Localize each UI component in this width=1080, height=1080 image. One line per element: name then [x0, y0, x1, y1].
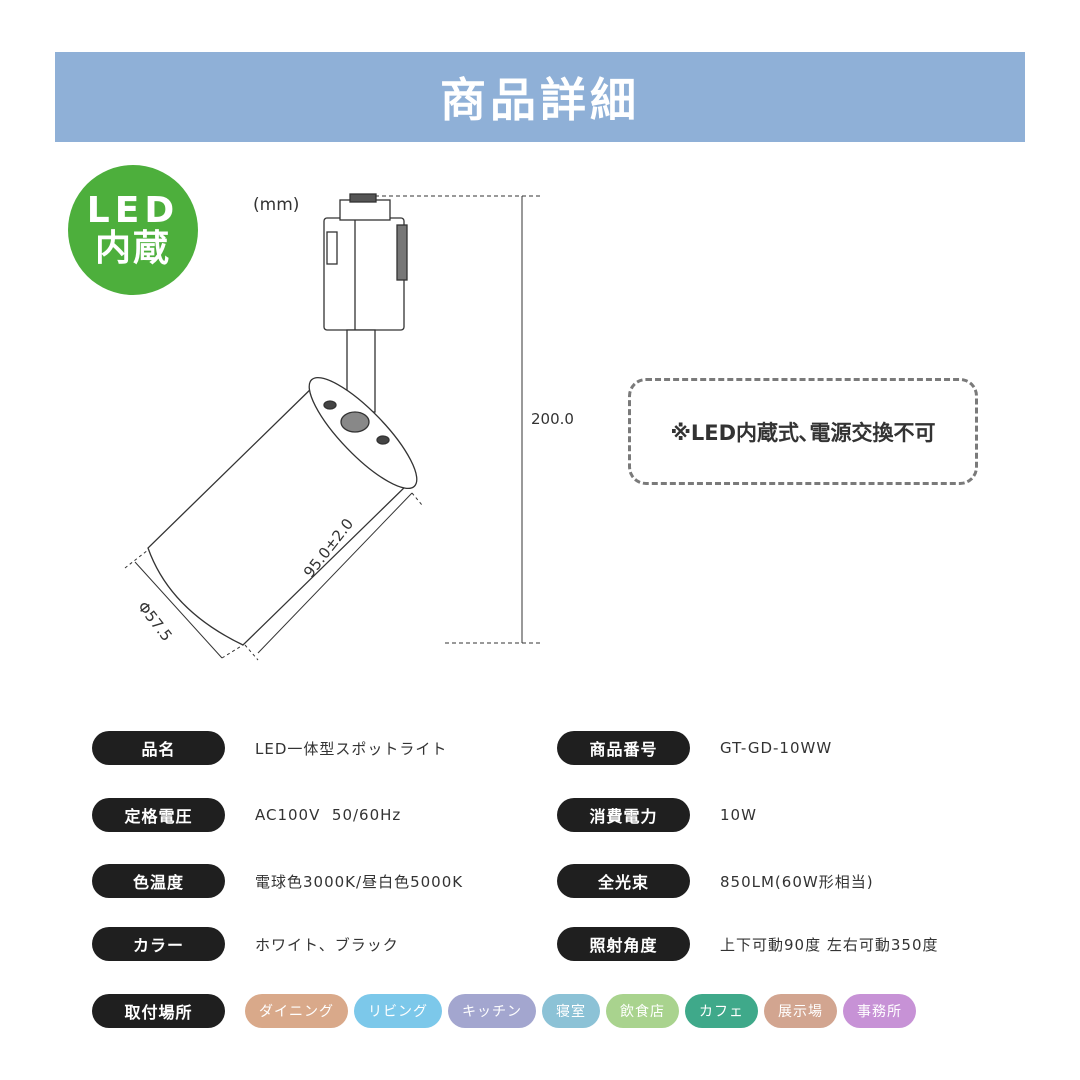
location-tag: リビング	[354, 994, 442, 1028]
led-builtin-badge: LED 内蔵	[68, 165, 198, 295]
location-tag: 事務所	[843, 994, 916, 1028]
header-banner: 商品詳細	[55, 52, 1025, 142]
notice-box: ※LED内蔵式､電源交換不可	[628, 378, 978, 485]
spec-row: 定格電圧 AC100V 50/60Hz	[92, 798, 401, 832]
location-tag: カフェ	[685, 994, 758, 1028]
spec-row: 品名 LED一体型スポットライト	[92, 731, 447, 765]
location-tag: 展示場	[764, 994, 837, 1028]
spec-row: 全光束 850LM(60W形相当)	[557, 864, 874, 898]
spec-label: 商品番号	[557, 731, 690, 765]
spec-value: 10W	[720, 806, 757, 824]
spec-value: 電球色3000K/昼白色5000K	[255, 872, 464, 891]
spec-label: 品名	[92, 731, 225, 765]
spec-value: GT-GD-10WW	[720, 739, 833, 757]
spec-label: 色温度	[92, 864, 225, 898]
spec-label: カラー	[92, 927, 225, 961]
location-tags: ダイニング リビング キッチン 寝室 飲食店 カフェ 展示場 事務所	[245, 994, 916, 1028]
notice-text: ※LED内蔵式､電源交換不可	[670, 420, 936, 445]
page-title: 商品詳細	[440, 73, 640, 127]
spec-row: 商品番号 GT-GD-10WW	[557, 731, 832, 765]
spec-row: 消費電力 10W	[557, 798, 757, 832]
spec-row: 照射角度 上下可動90度 左右可動350度	[557, 927, 939, 961]
spec-label: 定格電圧	[92, 798, 225, 832]
spec-value: AC100V 50/60Hz	[255, 806, 402, 824]
spec-value: LED一体型スポットライト	[255, 739, 448, 758]
badge-line1: LED	[86, 190, 180, 232]
location-label: 取付場所	[92, 994, 225, 1028]
spec-value: 850LM(60W形相当)	[720, 872, 874, 891]
badge-line2: 内蔵	[94, 228, 171, 269]
height-dimension: 200.0	[531, 410, 574, 428]
location-tag: 飲食店	[606, 994, 679, 1028]
location-tag: キッチン	[448, 994, 536, 1028]
location-tag: ダイニング	[245, 994, 348, 1028]
location-row: 取付場所 ダイニング リビング キッチン 寝室 飲食店 カフェ 展示場 事務所	[92, 994, 916, 1028]
spec-row: 色温度 電球色3000K/昼白色5000K	[92, 864, 463, 898]
spotlight-drawing	[124, 193, 540, 661]
unit-label: (mm)	[253, 195, 300, 215]
spec-label: 全光束	[557, 864, 690, 898]
spec-value: 上下可動90度 左右可動350度	[720, 935, 939, 954]
spec-row: カラー ホワイト、ブラック	[92, 927, 399, 961]
spec-value: ホワイト、ブラック	[255, 935, 399, 954]
location-tag: 寝室	[542, 994, 600, 1028]
spec-label: 照射角度	[557, 927, 690, 961]
spec-label: 消費電力	[557, 798, 690, 832]
